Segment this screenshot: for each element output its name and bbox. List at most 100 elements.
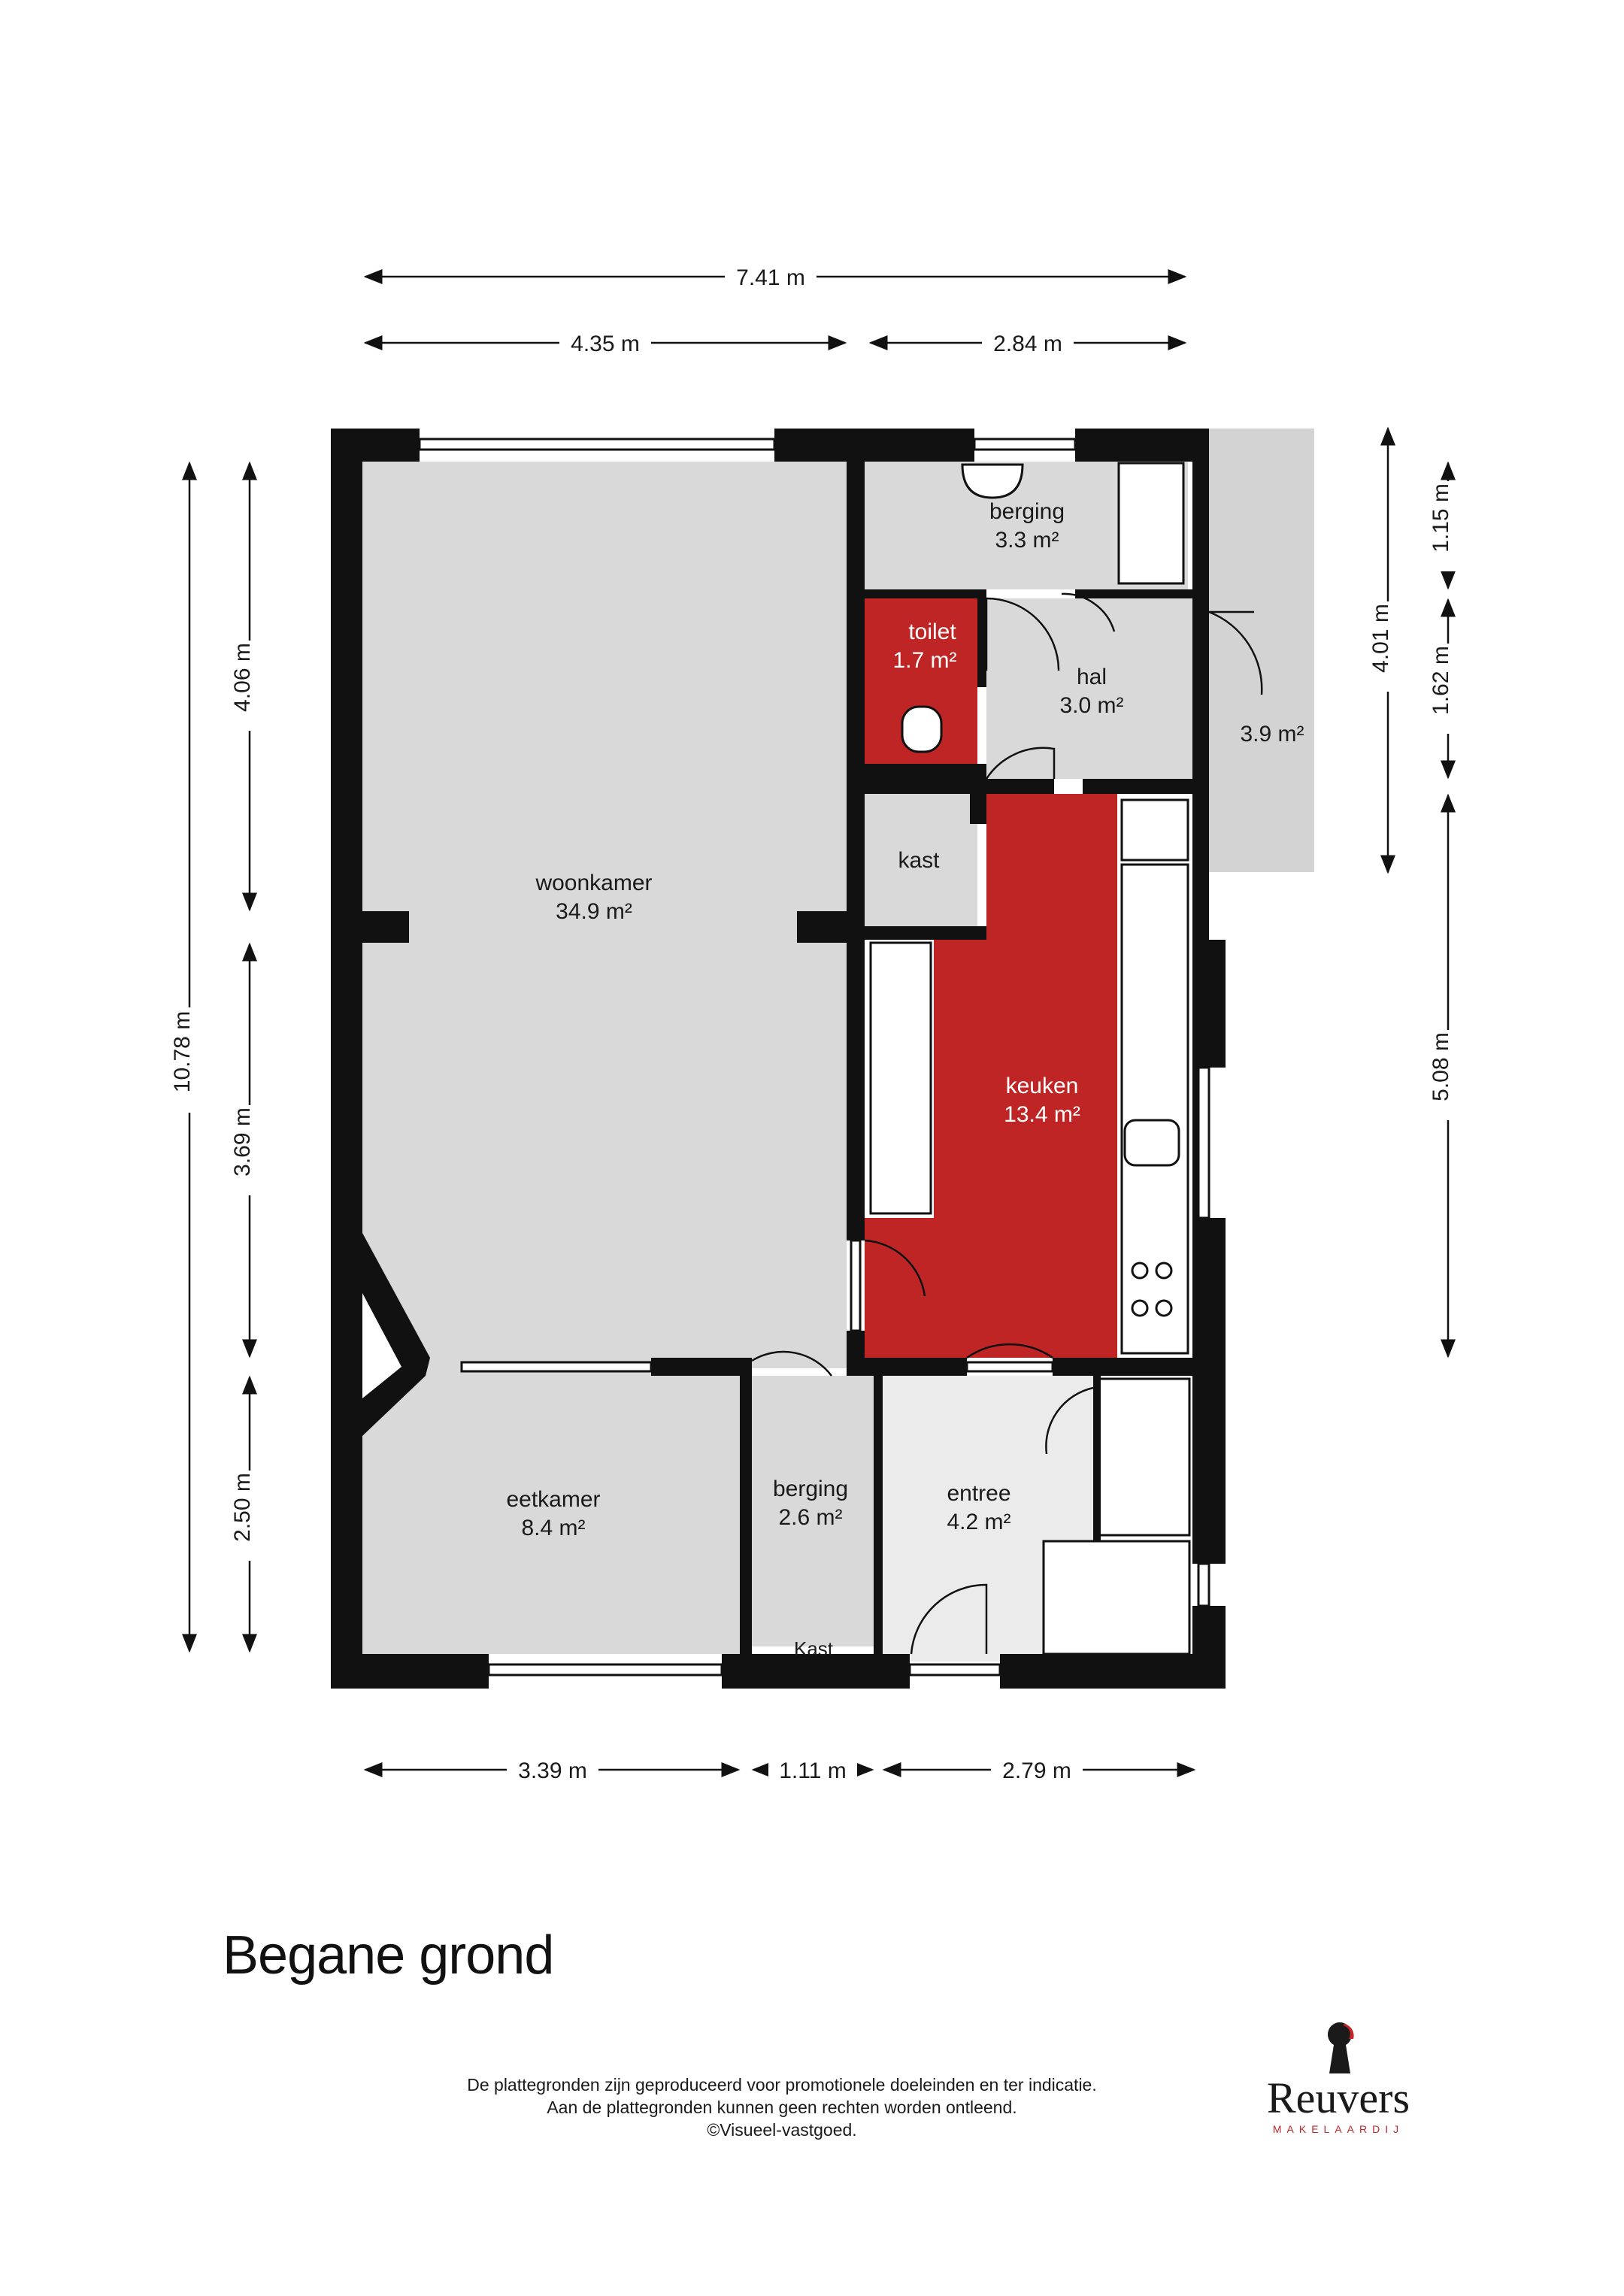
disclaimer-line: Aan de plattegronden kunnen geen rechten…	[547, 2098, 1017, 2117]
floor-title: Begane grond	[223, 1925, 554, 1986]
stove-burner	[1131, 1299, 1149, 1317]
door-swing	[1208, 610, 1263, 695]
dim-left-upper: 4.06 m	[230, 643, 255, 712]
room-name-kast-top: kast	[898, 848, 940, 873]
door-swing	[864, 1239, 926, 1297]
dim-right-top: 1.15 m	[1429, 483, 1453, 553]
window	[850, 1239, 862, 1332]
windows	[418, 438, 1210, 1677]
room-name-hal: hal	[1077, 665, 1107, 689]
kitchen-counter-right	[1120, 863, 1189, 1355]
woonkamer-floor	[362, 462, 847, 1368]
eetkamer-floor	[362, 1368, 740, 1654]
kitchen-counter-left	[869, 941, 932, 1215]
wall	[1203, 589, 1209, 792]
door-swing	[910, 1583, 988, 1655]
wall	[865, 589, 977, 598]
wall	[970, 794, 986, 824]
window	[973, 438, 1077, 451]
dim-right-mid: 1.62 m	[1429, 646, 1453, 715]
room-name-berging-top: berging	[989, 499, 1065, 524]
window	[460, 1361, 653, 1373]
wall	[986, 779, 1054, 794]
room-area-keuken: 13.4 m²	[1004, 1102, 1080, 1127]
doors	[740, 592, 1263, 1655]
wall	[740, 1376, 752, 1654]
dim-right-outer: 4.01 m	[1368, 604, 1393, 673]
room-labels: woonkamer 34.9 m² berging 3.3 m² toilet …	[506, 499, 1304, 1660]
door-swing	[1061, 592, 1116, 632]
dim-left-middle: 3.69 m	[230, 1107, 255, 1177]
window	[908, 1663, 1001, 1677]
wall	[865, 926, 986, 940]
keyhole-icon	[1327, 2022, 1354, 2073]
fixtures	[869, 462, 1191, 1655]
door-swing	[966, 1343, 1053, 1359]
wall	[847, 940, 865, 1240]
room-name-woonkamer: woonkamer	[535, 871, 652, 895]
dim-top-left: 4.35 m	[571, 332, 640, 356]
dim-bottom-mid: 1.11 m	[779, 1758, 847, 1783]
outdoor-area	[1209, 429, 1314, 872]
keuken-floor	[865, 794, 1117, 1358]
dim-left-total: 10.78 m	[170, 1011, 195, 1092]
door-swing	[1045, 1386, 1094, 1455]
wall	[331, 429, 362, 1689]
room-name-keuken: keuken	[1006, 1074, 1079, 1098]
window	[965, 1361, 1054, 1373]
wall	[1000, 1654, 1226, 1689]
wall	[977, 589, 986, 687]
walls	[331, 429, 1226, 1689]
window	[487, 1663, 723, 1677]
wall	[874, 1376, 883, 1654]
wall	[847, 1358, 967, 1376]
disclaimer: De plattegronden zijn geproduceerd voor …	[391, 2073, 1173, 2141]
hal-floor	[986, 598, 1192, 779]
wall	[1083, 779, 1192, 794]
berging-bottom-floor	[752, 1376, 874, 1646]
room-area-entree: 4.2 m²	[947, 1510, 1010, 1534]
room-area-woonkamer: 34.9 m²	[556, 899, 632, 924]
toilet-bowl	[901, 705, 943, 753]
stairs	[1095, 1377, 1191, 1537]
room-area-hal: 3.0 m²	[1059, 693, 1123, 718]
wall	[1192, 940, 1226, 1068]
wall	[774, 429, 974, 462]
kast-floor	[865, 794, 977, 926]
floors	[362, 462, 1192, 1661]
wall	[1075, 429, 1209, 462]
room-name-eetkamer: eetkamer	[506, 1487, 600, 1512]
wall	[362, 911, 409, 943]
brand-subtitle: MAKELAARDIJ	[1272, 2123, 1404, 2135]
wall	[1075, 589, 1192, 598]
disclaimer-line: ©Visueel-vastgoed.	[707, 2120, 857, 2140]
sink-kitchen	[1123, 1119, 1180, 1167]
room-area-outdoor: 3.9 m²	[1240, 722, 1304, 747]
wall	[797, 911, 865, 943]
room-area-toilet: 1.7 m²	[892, 648, 956, 673]
dim-right-lower: 5.08 m	[1429, 1032, 1453, 1101]
room-area-eetkamer: 8.4 m²	[521, 1516, 585, 1540]
dim-left-lower: 2.50 m	[230, 1473, 255, 1542]
window	[418, 438, 776, 451]
room-area-berging-bottom: 2.6 m²	[778, 1505, 842, 1530]
disclaimer-line: De plattegronden zijn geproduceerd voor …	[467, 2075, 1097, 2095]
stove-burner	[1131, 1262, 1149, 1280]
door-swing	[985, 597, 1060, 671]
room-area-berging-top: 3.3 m²	[995, 528, 1059, 553]
dim-top-total: 7.41 m	[736, 265, 805, 290]
stove-burner	[1155, 1262, 1173, 1280]
room-name-entree: entree	[947, 1481, 1010, 1506]
fridge	[1120, 798, 1189, 862]
wall	[856, 764, 986, 794]
wall	[651, 1358, 752, 1376]
room-name-toilet: toilet	[908, 619, 956, 644]
dimension-labels: 7.41 m 4.35 m 2.84 m 10.78 m 4.06 m 3.69…	[170, 262, 1463, 1785]
stove-burner	[1155, 1299, 1173, 1317]
wall	[331, 1654, 489, 1689]
window	[1197, 1562, 1210, 1607]
wall	[1192, 1218, 1226, 1564]
room-name-berging-bottom: berging	[773, 1477, 848, 1501]
dim-top-right: 2.84 m	[993, 332, 1062, 356]
